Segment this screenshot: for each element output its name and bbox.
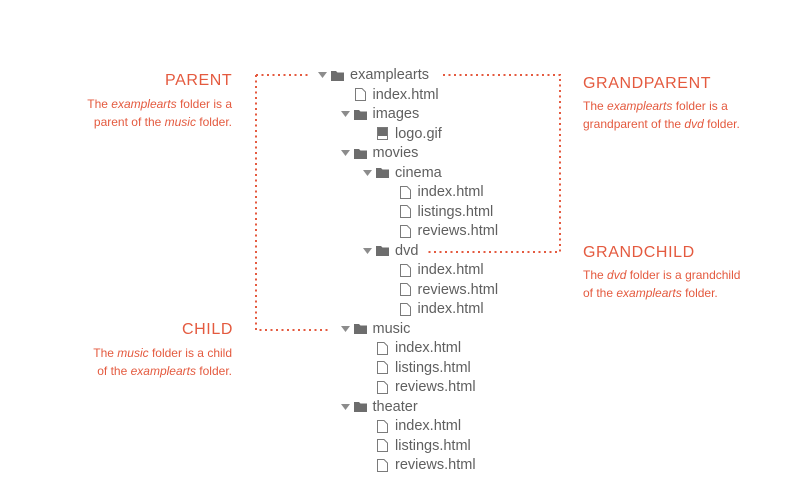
tree-folder-row[interactable]: theater [340,397,418,417]
tree-folder-row[interactable]: cinema [363,163,442,183]
file-icon [399,202,412,222]
file-icon [376,455,389,475]
tree-file-row[interactable]: logo.gif [376,124,442,144]
tree-item-label: index.html [372,86,439,103]
tree-file-row[interactable]: reviews.html [399,280,499,300]
expand-arrow-icon[interactable] [340,319,350,339]
tree-file-row[interactable]: reviews.html [376,455,476,475]
tree-item-label: index.html [417,262,484,278]
tree-item-label: index.html [395,418,462,434]
tree-item-label: index.html [395,340,462,356]
tree-item-label: listings.html [395,437,471,454]
expand-arrow-icon[interactable] [340,143,350,163]
tree-file-row[interactable]: index.html [399,260,484,280]
grandparent-title: GRANDPARENT [583,75,712,92]
grandparent-grandchild-connector [427,74,561,253]
file-icon [399,182,412,202]
tree-item-label: logo.gif [395,125,442,142]
expand-arrow-icon[interactable] [363,163,372,183]
tree-file-row[interactable]: index.html [376,338,461,358]
tree-file-row[interactable]: reviews.html [376,377,476,397]
folder-icon [331,65,344,85]
file-icon [399,299,412,319]
tree-folder-row[interactable]: music [340,319,411,339]
folder-icon [353,143,367,163]
tree-item-label: cinema [395,164,442,181]
tree-item-label: index.html [417,184,484,200]
tree-item-label: theater [372,398,418,415]
tree-file-row[interactable]: reviews.html [399,221,499,241]
folder-icon [353,397,367,417]
image-file-icon [376,124,389,144]
tree-item-label: examplearts [350,67,429,83]
tree-item-label: music [372,320,411,337]
folder-icon [376,241,389,261]
tree-file-row[interactable]: listings.html [376,358,471,378]
tree-file-row[interactable]: listings.html [376,436,471,456]
tree-file-row[interactable]: index.html [376,416,461,436]
tree-item-label: listings.html [417,203,494,220]
file-icon [376,377,389,397]
tree-file-row[interactable]: index.html [399,182,484,202]
parent-title: PARENT [165,72,233,89]
tree-file-row[interactable]: index.html [354,85,439,105]
folder-icon [353,104,367,124]
tree-item-label: movies [372,145,419,161]
file-icon [376,358,389,378]
file-icon [399,280,412,300]
tree-file-row[interactable]: index.html [399,299,484,319]
tree-item-label: reviews.html [395,457,476,473]
folder-icon [353,319,367,339]
child-title: CHILD [182,321,234,338]
tree-folder-row[interactable]: dvd [363,241,418,261]
tree-item-label: images [372,106,420,122]
file-icon [376,436,389,456]
tree-item-label: reviews.html [417,223,499,239]
folder-icon [376,163,389,183]
file-icon [376,338,389,358]
file-icon [399,260,412,280]
file-icon [376,416,389,436]
file-icon [354,85,367,105]
expand-arrow-icon[interactable] [363,241,372,261]
tree-folder-row[interactable]: movies [340,143,419,163]
parent-child-connector [255,75,330,331]
tree-file-row[interactable]: listings.html [399,202,494,222]
tree-item-label: listings.html [395,359,471,376]
grandchild-title: GRANDCHILD [583,244,695,261]
expand-arrow-icon[interactable] [318,65,327,85]
tree-item-label: reviews.html [417,281,499,298]
tree-folder-row[interactable]: images [340,104,420,124]
expand-arrow-icon[interactable] [340,397,350,417]
tree-item-label: reviews.html [395,379,476,395]
tree-folder-row[interactable]: examplearts [318,65,429,85]
expand-arrow-icon[interactable] [340,104,350,124]
file-icon [399,221,412,241]
tree-item-label: index.html [417,301,484,317]
tree-item-label: dvd [395,242,419,259]
